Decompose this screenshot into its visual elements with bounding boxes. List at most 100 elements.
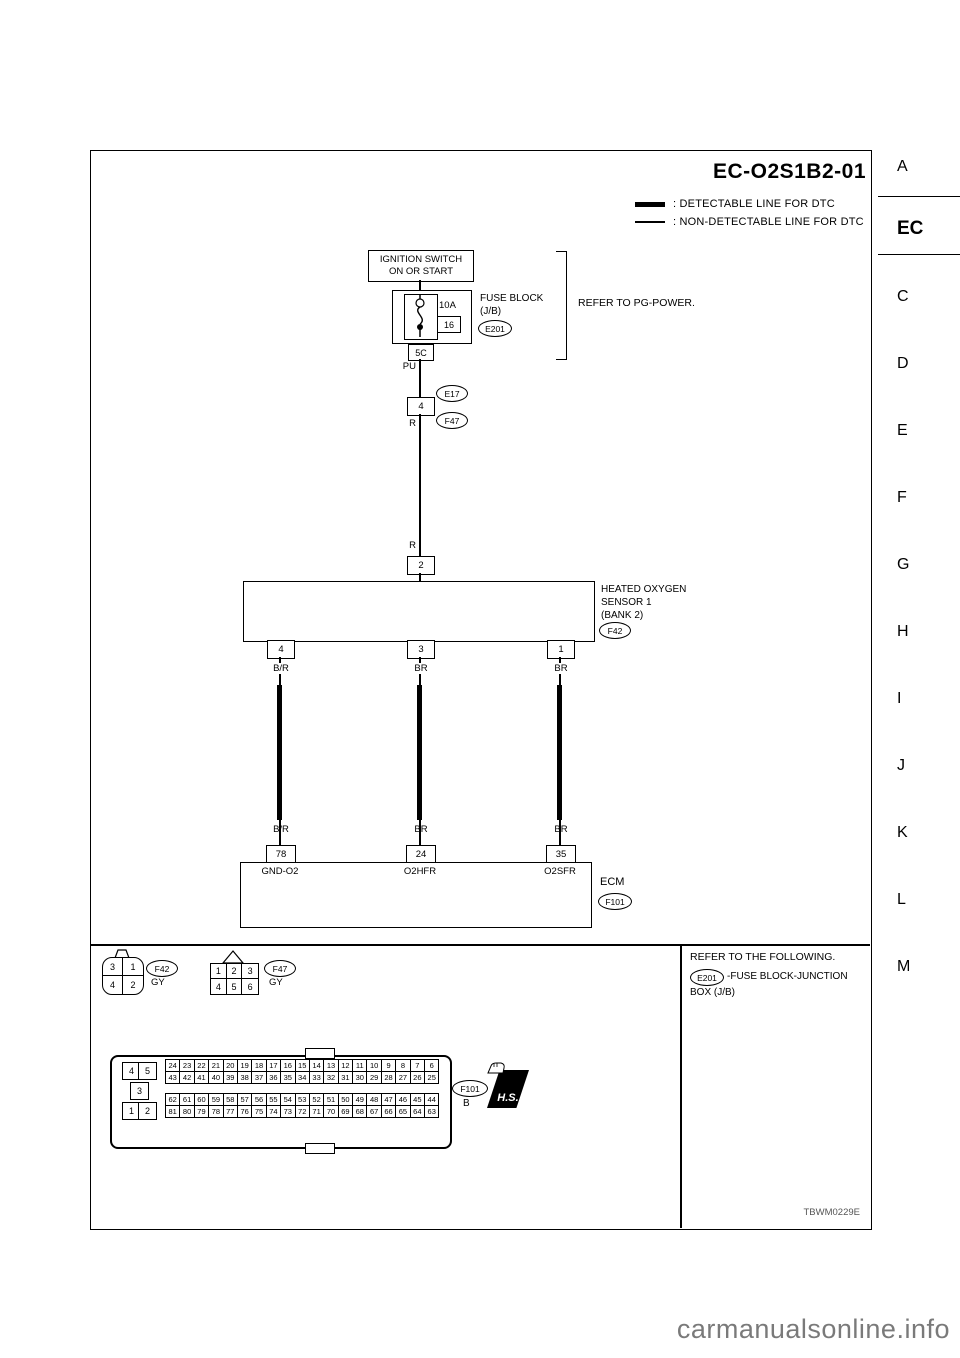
margin-letter-c: C xyxy=(897,288,909,305)
connector-ref-f42: F42 xyxy=(599,622,631,639)
wire-segment xyxy=(419,359,421,397)
f101-pin-cell: 78 xyxy=(208,1105,224,1118)
f101-pin-cell: 36 xyxy=(265,1071,282,1084)
page-title: EC-O2S1B2-01 xyxy=(712,160,866,183)
f101-pin-cell: 52 xyxy=(308,1093,325,1106)
legend-row-non-detectable: : NON-DETECTABLE LINE FOR DTC xyxy=(635,213,864,231)
section-divider-vertical xyxy=(680,944,682,1228)
f101-pin-cell: 26 xyxy=(409,1071,426,1084)
f101-pin-cell: 40 xyxy=(208,1071,224,1084)
legend-label: : DETECTABLE LINE FOR DTC xyxy=(673,198,835,210)
f101-pin-cell: 59 xyxy=(208,1093,224,1106)
terminal-5c: 5C xyxy=(408,344,434,361)
f101-pin-cell: 33 xyxy=(308,1071,325,1084)
section-divider-horizontal xyxy=(90,944,870,946)
f101-pin-cell: 10 xyxy=(366,1059,382,1072)
connector-ref-e17: E17 xyxy=(436,385,468,402)
f101-pin-cell: 30 xyxy=(352,1071,368,1084)
f101-pin-cell: 27 xyxy=(395,1071,411,1084)
ignition-switch-line2: ON OR START xyxy=(388,266,454,277)
f47-connector-view: 1 2 3 4 5 6 xyxy=(210,963,259,995)
margin-letter-f: F xyxy=(897,489,907,506)
f101-pin-cell: 56 xyxy=(251,1093,267,1106)
ignition-switch-box: IGNITION SWITCH ON OR START xyxy=(368,250,474,282)
f101-left-pin: 5 xyxy=(138,1062,157,1080)
hand-icon xyxy=(487,1062,505,1074)
margin-letter-l: L xyxy=(897,891,906,908)
margin-letter-g: G xyxy=(897,556,910,573)
margin-letter-a: A xyxy=(897,158,908,175)
f101-pin-cell: 55 xyxy=(265,1093,282,1106)
ecm-box xyxy=(240,862,592,928)
sensor-pin-1: 1 xyxy=(547,640,575,659)
f47-pin: 2 xyxy=(226,964,243,979)
f47-keyway-icon xyxy=(222,950,244,964)
sensor-pin-3: 3 xyxy=(407,640,435,659)
figure-code: TBWM0229E xyxy=(803,1207,861,1218)
f101-pin-cell: 43 xyxy=(164,1071,181,1084)
f101-pin-cell: 41 xyxy=(193,1071,210,1084)
wire-color-r-upper: R xyxy=(409,418,416,429)
refer-following-line3: BOX (J/B) xyxy=(690,987,736,998)
f47-pin: 3 xyxy=(242,964,258,979)
f47-pin: 5 xyxy=(227,979,243,994)
fuse-icon xyxy=(415,295,425,337)
f101-pin-cell: 11 xyxy=(352,1059,368,1072)
margin-letter-j: J xyxy=(897,757,905,774)
f101-pin-cell: 19 xyxy=(236,1059,253,1072)
refer-pg-power: REFER TO PG-POWER. xyxy=(578,297,695,309)
fuse-number-box: 16 xyxy=(437,316,461,333)
sensor-label3: (BANK 2) xyxy=(601,610,644,621)
wire-color-r-lower: R xyxy=(409,540,416,551)
f47-connector-label: F47 xyxy=(264,960,296,977)
legend-row-detectable: : DETECTABLE LINE FOR DTC xyxy=(635,195,864,213)
margin-letter-ec: EC xyxy=(897,218,924,239)
margin-letter-k: K xyxy=(897,824,908,841)
connector-ref-f101: F101 xyxy=(598,893,632,910)
f101-pin-cell: 29 xyxy=(366,1071,382,1084)
joint-terminal-4: 4 xyxy=(407,397,435,416)
f101-pin-cell: 60 xyxy=(193,1093,210,1106)
f101-pin-cell: 35 xyxy=(280,1071,296,1084)
f101-pin-cell: 32 xyxy=(323,1071,339,1084)
f42-keyway-icon xyxy=(114,949,130,958)
fuse-block-label1: FUSE BLOCK xyxy=(480,293,544,304)
f101-pin-cell: 61 xyxy=(179,1093,195,1106)
f101-pin-cell: 50 xyxy=(337,1093,354,1106)
margin-letter-i: I xyxy=(897,690,902,707)
f101-pin-cell: 80 xyxy=(179,1105,195,1118)
f101-pin-cell: 12 xyxy=(337,1059,354,1072)
f47-pin: 1 xyxy=(211,964,227,979)
f101-pin-cell: 75 xyxy=(251,1105,267,1118)
f101-pin-cell: 54 xyxy=(280,1093,296,1106)
f101-pin-cell: 22 xyxy=(193,1059,210,1072)
wire-thick-segment xyxy=(277,685,282,820)
margin-letter-e: E xyxy=(897,422,908,439)
f42-pin: 4 xyxy=(103,976,123,994)
connector-ref-e201: E201 xyxy=(478,320,512,337)
f42-connector-view: 3 1 4 2 xyxy=(102,957,144,995)
f101-pin-cell: 70 xyxy=(323,1105,339,1118)
wire-segment xyxy=(559,820,561,845)
f101-pin-cell: 79 xyxy=(193,1105,210,1118)
f101-pin-cell: 39 xyxy=(222,1071,238,1084)
f101-pin-cell: 7 xyxy=(409,1059,426,1072)
f42-color: GY xyxy=(151,977,165,988)
f101-pin-cell: 57 xyxy=(236,1093,253,1106)
refer-following-line1: REFER TO THE FOLLOWING. xyxy=(690,951,836,963)
f101-left-pin: 2 xyxy=(138,1102,157,1120)
f101-pin-cell: 51 xyxy=(323,1093,339,1106)
wire-color-br3-bottom: BR xyxy=(544,824,578,836)
ecm-pin-24: 24 xyxy=(406,845,436,864)
f42-connector-label: F42 xyxy=(146,960,178,977)
f101-pin-cell: 65 xyxy=(395,1105,411,1118)
f101-pin-cell: 47 xyxy=(380,1093,397,1106)
f101-pin-cell: 6 xyxy=(424,1059,440,1072)
f101-pin-cell: 16 xyxy=(280,1059,296,1072)
f47-color: GY xyxy=(269,977,283,988)
f101-pin-cell: 9 xyxy=(380,1059,397,1072)
wire-segment xyxy=(419,820,421,845)
refer-following-line2: -FUSE BLOCK-JUNCTION xyxy=(727,971,848,982)
f101-connector-label: F101 xyxy=(452,1080,488,1097)
